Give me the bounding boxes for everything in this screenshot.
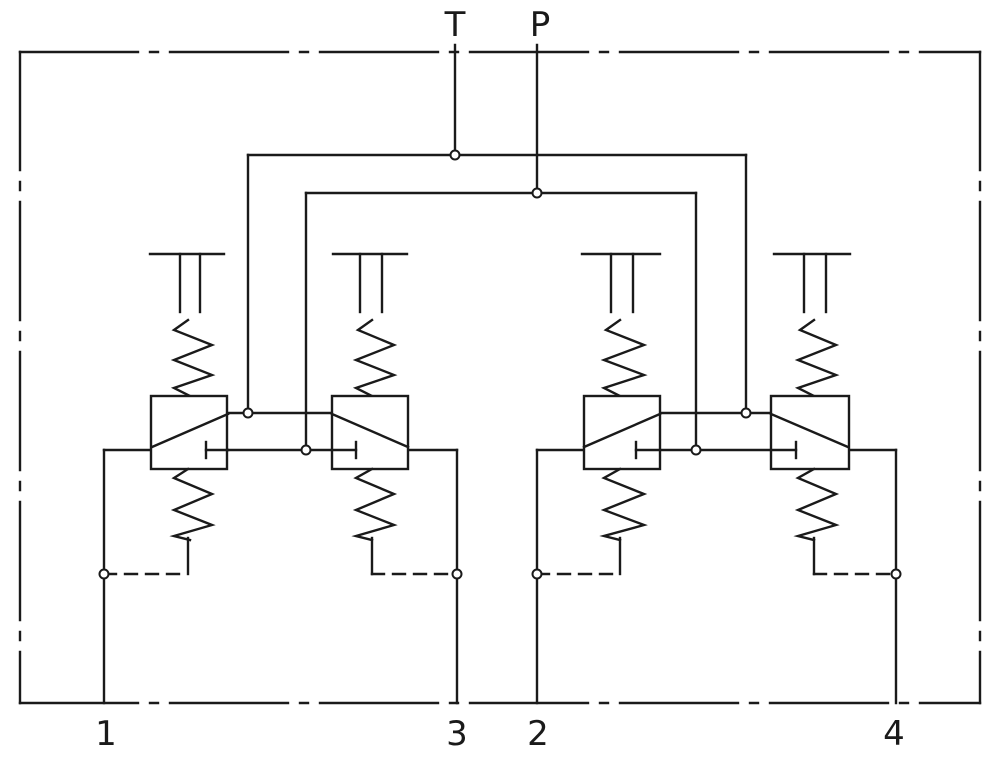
main-lines: [246, 43, 748, 452]
junction-nodes: [98, 149, 902, 580]
junction-node: [242, 407, 254, 419]
port-label-4: 4: [883, 714, 905, 754]
junction-node: [740, 407, 752, 419]
spring-icon: [793, 467, 840, 542]
valve-3: [330, 252, 410, 542]
spring-icon: [352, 318, 398, 398]
junction-node: [890, 568, 902, 580]
spring-icon: [599, 467, 648, 542]
manifold-boundary: [18, 50, 982, 705]
port-label-1: 1: [95, 714, 117, 754]
junction-node: [449, 149, 461, 161]
junction-node: [451, 568, 463, 580]
spring-icon: [351, 467, 398, 542]
port-3-circuit: [370, 448, 459, 705]
junction-node: [690, 444, 702, 456]
junction-node: [531, 187, 543, 199]
junction-node: [531, 568, 543, 580]
port-1-circuit: [102, 448, 190, 705]
valve-1: [148, 252, 230, 542]
port-label-2: 2: [527, 714, 549, 754]
junction-node: [98, 568, 110, 580]
spring-icon: [170, 318, 216, 398]
valve-2: [580, 252, 662, 542]
port-2-circuit: [535, 448, 622, 705]
port-label-p: P: [530, 5, 551, 45]
valve-connections: [226, 411, 773, 452]
port-label-t: T: [444, 5, 466, 45]
spring-icon: [169, 467, 216, 542]
junction-node: [300, 444, 312, 456]
spring-icon: [600, 318, 648, 398]
valve-4: [769, 252, 852, 542]
port-4-circuit: [812, 448, 898, 705]
spring-icon: [794, 318, 840, 398]
port-label-3: 3: [446, 714, 468, 754]
